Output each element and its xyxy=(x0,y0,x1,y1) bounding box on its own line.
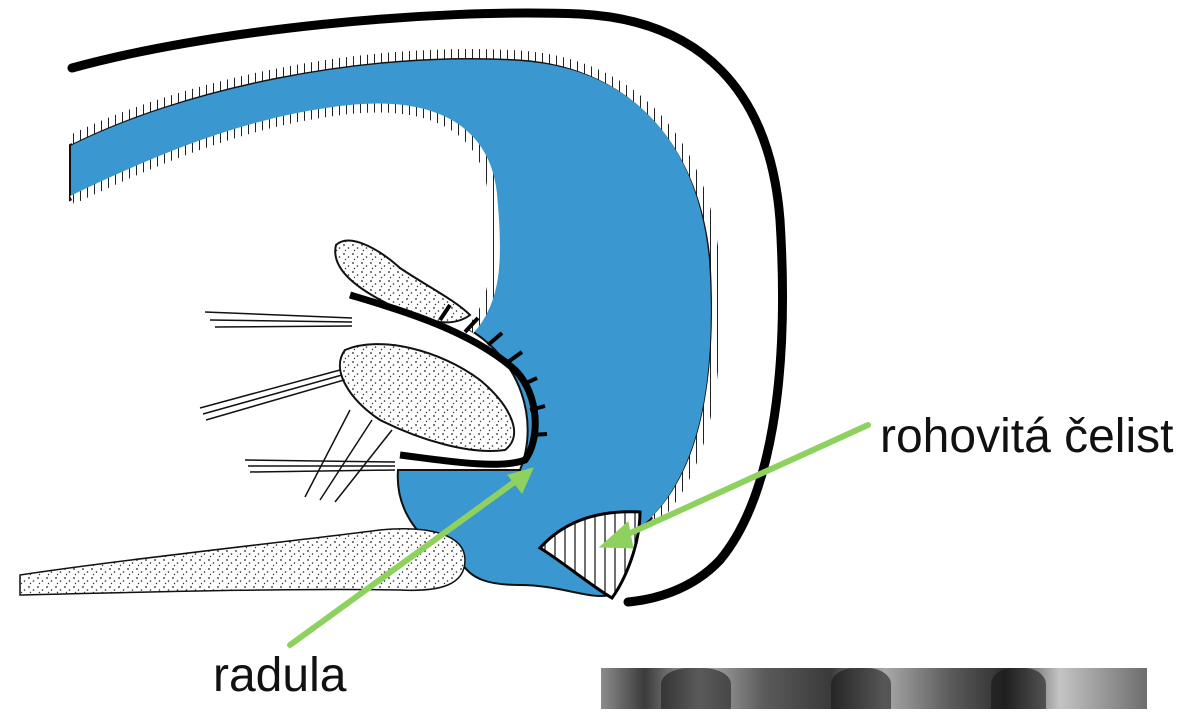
floor-tissue xyxy=(20,529,465,595)
jaw-label: rohovitá čelist xyxy=(880,413,1173,461)
microscope-photo xyxy=(601,668,1147,709)
radula-label: radula xyxy=(213,652,346,700)
odontophore xyxy=(340,344,514,451)
